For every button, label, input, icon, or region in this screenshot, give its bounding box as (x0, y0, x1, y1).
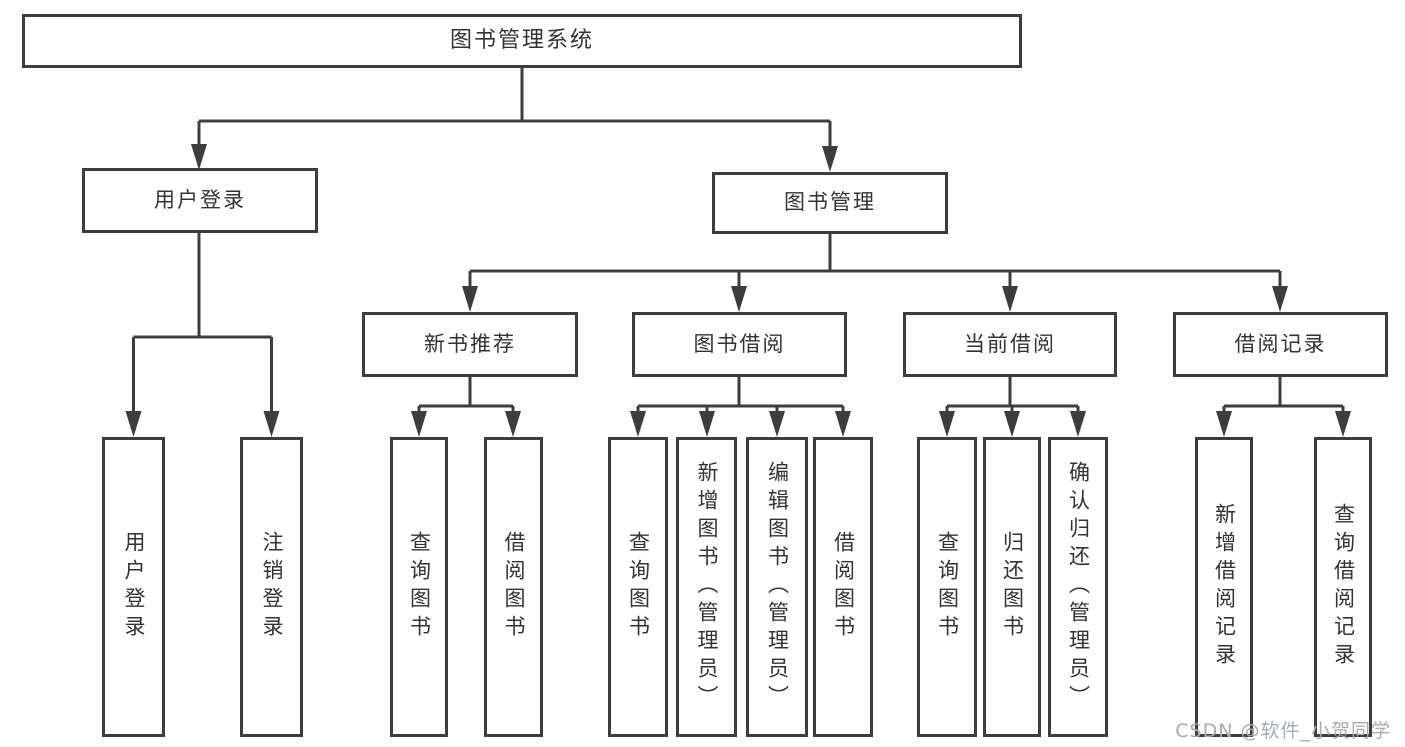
leaf-borrow-books: 借阅图书 (813, 437, 873, 737)
node-new-book-recommend: 新书推荐 (362, 312, 578, 377)
leaf-user-login: 用户登录 (102, 437, 165, 737)
node-book-borrowing: 图书借阅 (632, 312, 847, 377)
csdn-watermark: CSDN @软件_小贺同学 (1175, 720, 1391, 742)
leaf-return-books: 归还图书 (983, 437, 1041, 737)
leaf-query-books-current: 查询图书 (917, 437, 977, 737)
node-borrowing-records: 借阅记录 (1173, 312, 1388, 377)
leaf-borrow-books-recommend: 借阅图书 (484, 437, 543, 737)
leaf-query-books-borrowing: 查询图书 (608, 437, 668, 737)
leaf-confirm-return-admin: 确认归还（管理员） (1048, 437, 1108, 737)
leaf-query-borrow-record: 查询借阅记录 (1314, 437, 1372, 737)
leaf-add-books-admin: 新增图书（管理员） (676, 437, 737, 737)
leaf-logout: 注销登录 (240, 437, 303, 737)
leaf-add-borrow-record: 新增借阅记录 (1195, 437, 1253, 737)
leaf-edit-books-admin: 编辑图书（管理员） (746, 437, 808, 737)
node-library-management-system: 图书管理系统 (22, 14, 1022, 68)
node-current-borrowing: 当前借阅 (903, 312, 1117, 377)
leaf-query-books-recommend: 查询图书 (390, 437, 448, 737)
node-user-login: 用户登录 (82, 168, 318, 233)
node-book-management: 图书管理 (712, 172, 948, 234)
